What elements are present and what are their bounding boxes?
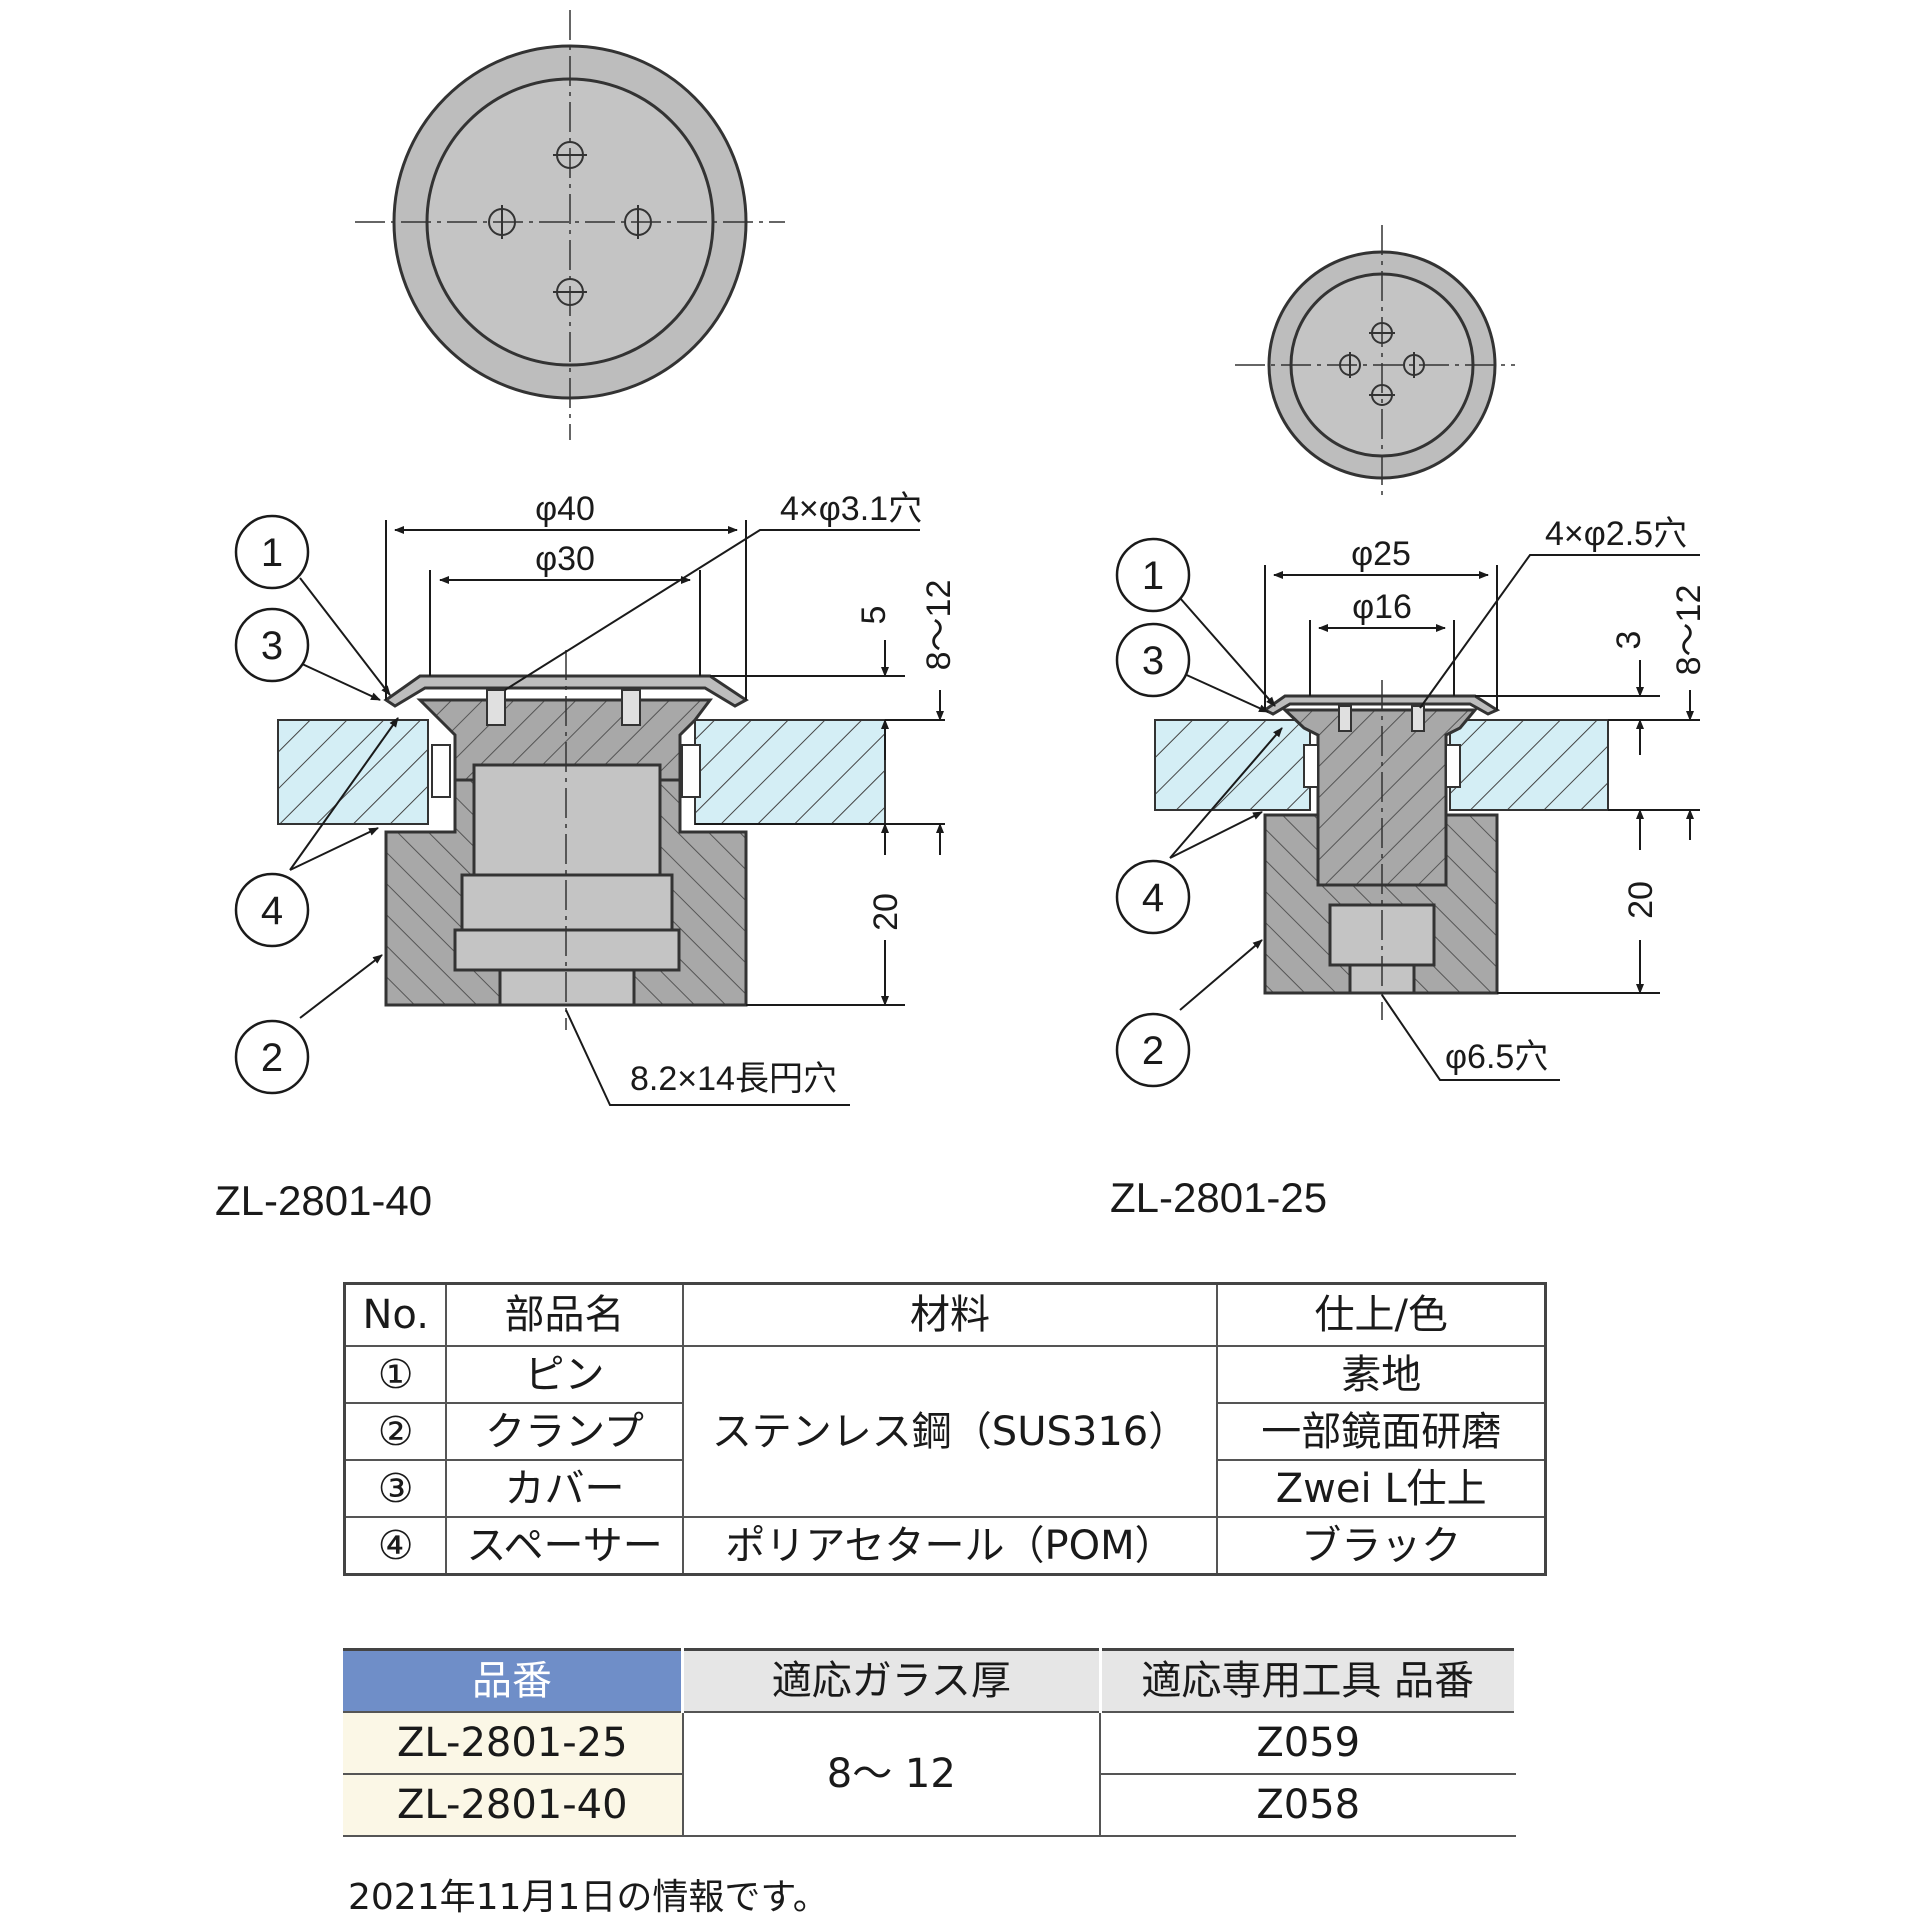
row-part-name: スペーサー	[445, 1516, 684, 1576]
dim-cover-label: 3	[1610, 631, 1648, 650]
row-finish: 一部鏡面研磨	[1216, 1402, 1547, 1461]
header-material: 材料	[681, 1282, 1219, 1347]
left-model-label: ZL-2801-40	[215, 1177, 432, 1224]
balloon-label: 1	[261, 531, 283, 575]
table-row: ④ スペーサー ポリアセタール（POM） ブラック	[343, 1516, 1547, 1576]
balloon-label: 3	[261, 624, 283, 668]
row-part-number: ZL-2801-40	[343, 1774, 684, 1837]
dim-inner-label: φ16	[1352, 588, 1412, 626]
table-row: ① ピン ステンレス鋼（SUS316） 素地	[343, 1345, 1547, 1518]
header-tool-number: 適応専用工具 品番	[1100, 1648, 1517, 1713]
slot-label: 8.2×14長円穴	[630, 1060, 837, 1098]
row-no: ④	[343, 1516, 448, 1576]
table-header-row: 品番 適応ガラス厚 適応専用工具 品番	[343, 1648, 1517, 1713]
table-row: ZL-2801-25 8〜 12 Z059	[343, 1712, 1516, 1837]
dim-outer-label: φ25	[1351, 535, 1411, 573]
material-steel: ステンレス鋼（SUS316）	[681, 1345, 1219, 1518]
material-pom: ポリアセタール（POM）	[681, 1516, 1219, 1576]
right-balloons	[1115, 537, 1191, 1088]
row-no: ①	[343, 1345, 448, 1404]
row-no: ②	[343, 1402, 448, 1461]
balloon-label: 4	[1142, 876, 1164, 920]
row-no: ③	[343, 1459, 448, 1518]
header-part-number: 品番	[343, 1648, 685, 1713]
dim-cover-label: 5	[855, 606, 893, 625]
parts-table: No. 部品名 材料 仕上/色 ① ピン ステンレス鋼（SUS316） 素地 ②…	[343, 1282, 1547, 1576]
dim-inner-label: φ30	[535, 540, 595, 578]
table-header-row: No. 部品名 材料 仕上/色	[343, 1282, 1547, 1347]
header-no: No.	[343, 1282, 448, 1347]
hole-label: φ6.5穴	[1445, 1038, 1548, 1076]
header-part-name: 部品名	[445, 1282, 684, 1347]
row-tool-number: Z058	[1100, 1774, 1516, 1837]
left-balloon-leaders	[289, 577, 399, 1019]
holes-label: 4×φ2.5穴	[1545, 515, 1687, 553]
balloon-label: 1	[1142, 554, 1164, 598]
balloon-label: 3	[1142, 639, 1164, 683]
dim-clamp-label: 20	[867, 893, 905, 931]
balloon-label: 2	[1142, 1029, 1164, 1073]
screw-hole-icon	[488, 141, 652, 306]
dim-outer-label: φ40	[535, 490, 595, 528]
left-top-view	[355, 10, 785, 440]
right-balloon-leaders	[1169, 597, 1283, 1011]
screw-hole-icon	[1339, 322, 1425, 406]
right-dimensions	[1264, 554, 1700, 1081]
row-part-name: ピン	[445, 1345, 684, 1404]
row-finish: Zwei L仕上	[1216, 1459, 1547, 1518]
balloon-label: 2	[261, 1036, 283, 1080]
dim-clamp-label: 20	[1622, 881, 1660, 919]
left-balloons	[234, 514, 310, 1095]
row-finish: ブラック	[1216, 1516, 1547, 1576]
dim-glass-label: 8〜12	[1670, 585, 1708, 676]
glass-thickness-value: 8〜 12	[682, 1712, 1102, 1837]
dim-glass-label: 8〜12	[920, 580, 958, 671]
right-section-view	[1154, 680, 1609, 1020]
table-row: ② クランプ 一部鏡面研磨	[343, 1402, 1547, 1461]
info-date-note: 2021年11月1日の情報です。	[348, 1877, 829, 1918]
left-dimensions	[385, 520, 945, 1106]
row-part-number: ZL-2801-25	[343, 1712, 684, 1775]
balloon-label: 4	[261, 889, 283, 933]
table-row: ③ カバー Zwei L仕上	[343, 1459, 1547, 1518]
header-finish: 仕上/色	[1216, 1282, 1547, 1347]
left-section-view	[277, 650, 886, 1030]
row-tool-number: Z059	[1100, 1712, 1516, 1775]
right-model-label: ZL-2801-25	[1110, 1174, 1327, 1221]
row-finish: 素地	[1216, 1345, 1547, 1404]
row-part-name: クランプ	[445, 1402, 684, 1461]
table-row: ZL-2801-40 Z058	[343, 1774, 1516, 1837]
holes-label: 4×φ3.1穴	[780, 490, 922, 528]
right-top-view	[1235, 225, 1515, 500]
product-table: 品番 適応ガラス厚 適応専用工具 品番 ZL-2801-25 8〜 12 Z05…	[343, 1648, 1517, 1837]
row-part-name: カバー	[445, 1459, 684, 1518]
header-glass-thickness: 適応ガラス厚	[682, 1648, 1102, 1713]
